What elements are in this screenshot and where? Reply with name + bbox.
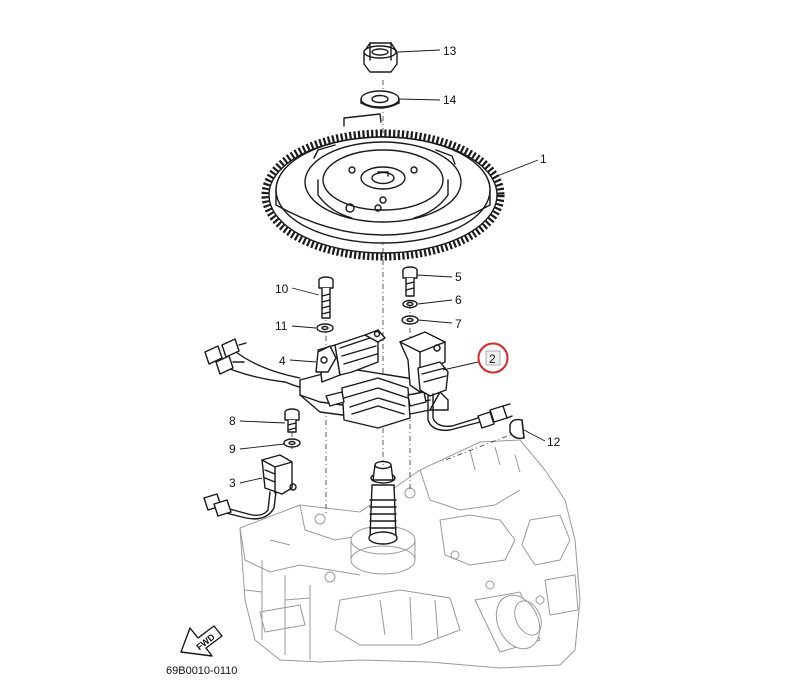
callout-2: 2: [489, 352, 496, 366]
bolt-8: [284, 408, 300, 433]
callout-5: 5: [455, 270, 462, 284]
flywheel-nut: [363, 42, 398, 73]
callout-6: 6: [455, 293, 462, 307]
callout-9: 9: [229, 442, 236, 456]
highlighted-callout-2: [477, 342, 509, 374]
callout-labels: 13 14 1 5 6 7 2 10 11 4 8 9 3 12: [229, 44, 561, 490]
callout-11: 11: [275, 319, 288, 333]
engine-block-outline: [239, 439, 581, 669]
callout-12: 12: [547, 435, 561, 449]
washer-11: [316, 323, 334, 333]
stator-assembly: [204, 329, 449, 429]
pulser-coil: [399, 331, 513, 431]
callout-3: 3: [229, 476, 236, 490]
flywheel-washer: [360, 90, 400, 109]
callout-8: 8: [229, 414, 236, 428]
bolt-10: [318, 276, 334, 319]
washer-9: [283, 438, 301, 448]
callout-7: 7: [455, 317, 462, 331]
fwd-direction-arrow: FWD: [180, 625, 223, 657]
callout-1: 1: [540, 152, 547, 166]
callout-13: 13: [443, 44, 457, 58]
charge-coil: [203, 454, 297, 520]
woodruff-key: [509, 418, 525, 440]
callout-10: 10: [275, 282, 289, 296]
drawing-code: 69B0010-0110: [166, 665, 237, 677]
washer-7: [401, 315, 419, 325]
callout-leaders: [239, 49, 546, 484]
callout-4: 4: [279, 354, 286, 368]
callout-14: 14: [443, 93, 457, 107]
crankshaft-end: [368, 460, 398, 545]
flywheel-magnet-rotor: [261, 113, 505, 261]
bolt-5: [402, 266, 418, 297]
washer-6: [402, 299, 418, 309]
